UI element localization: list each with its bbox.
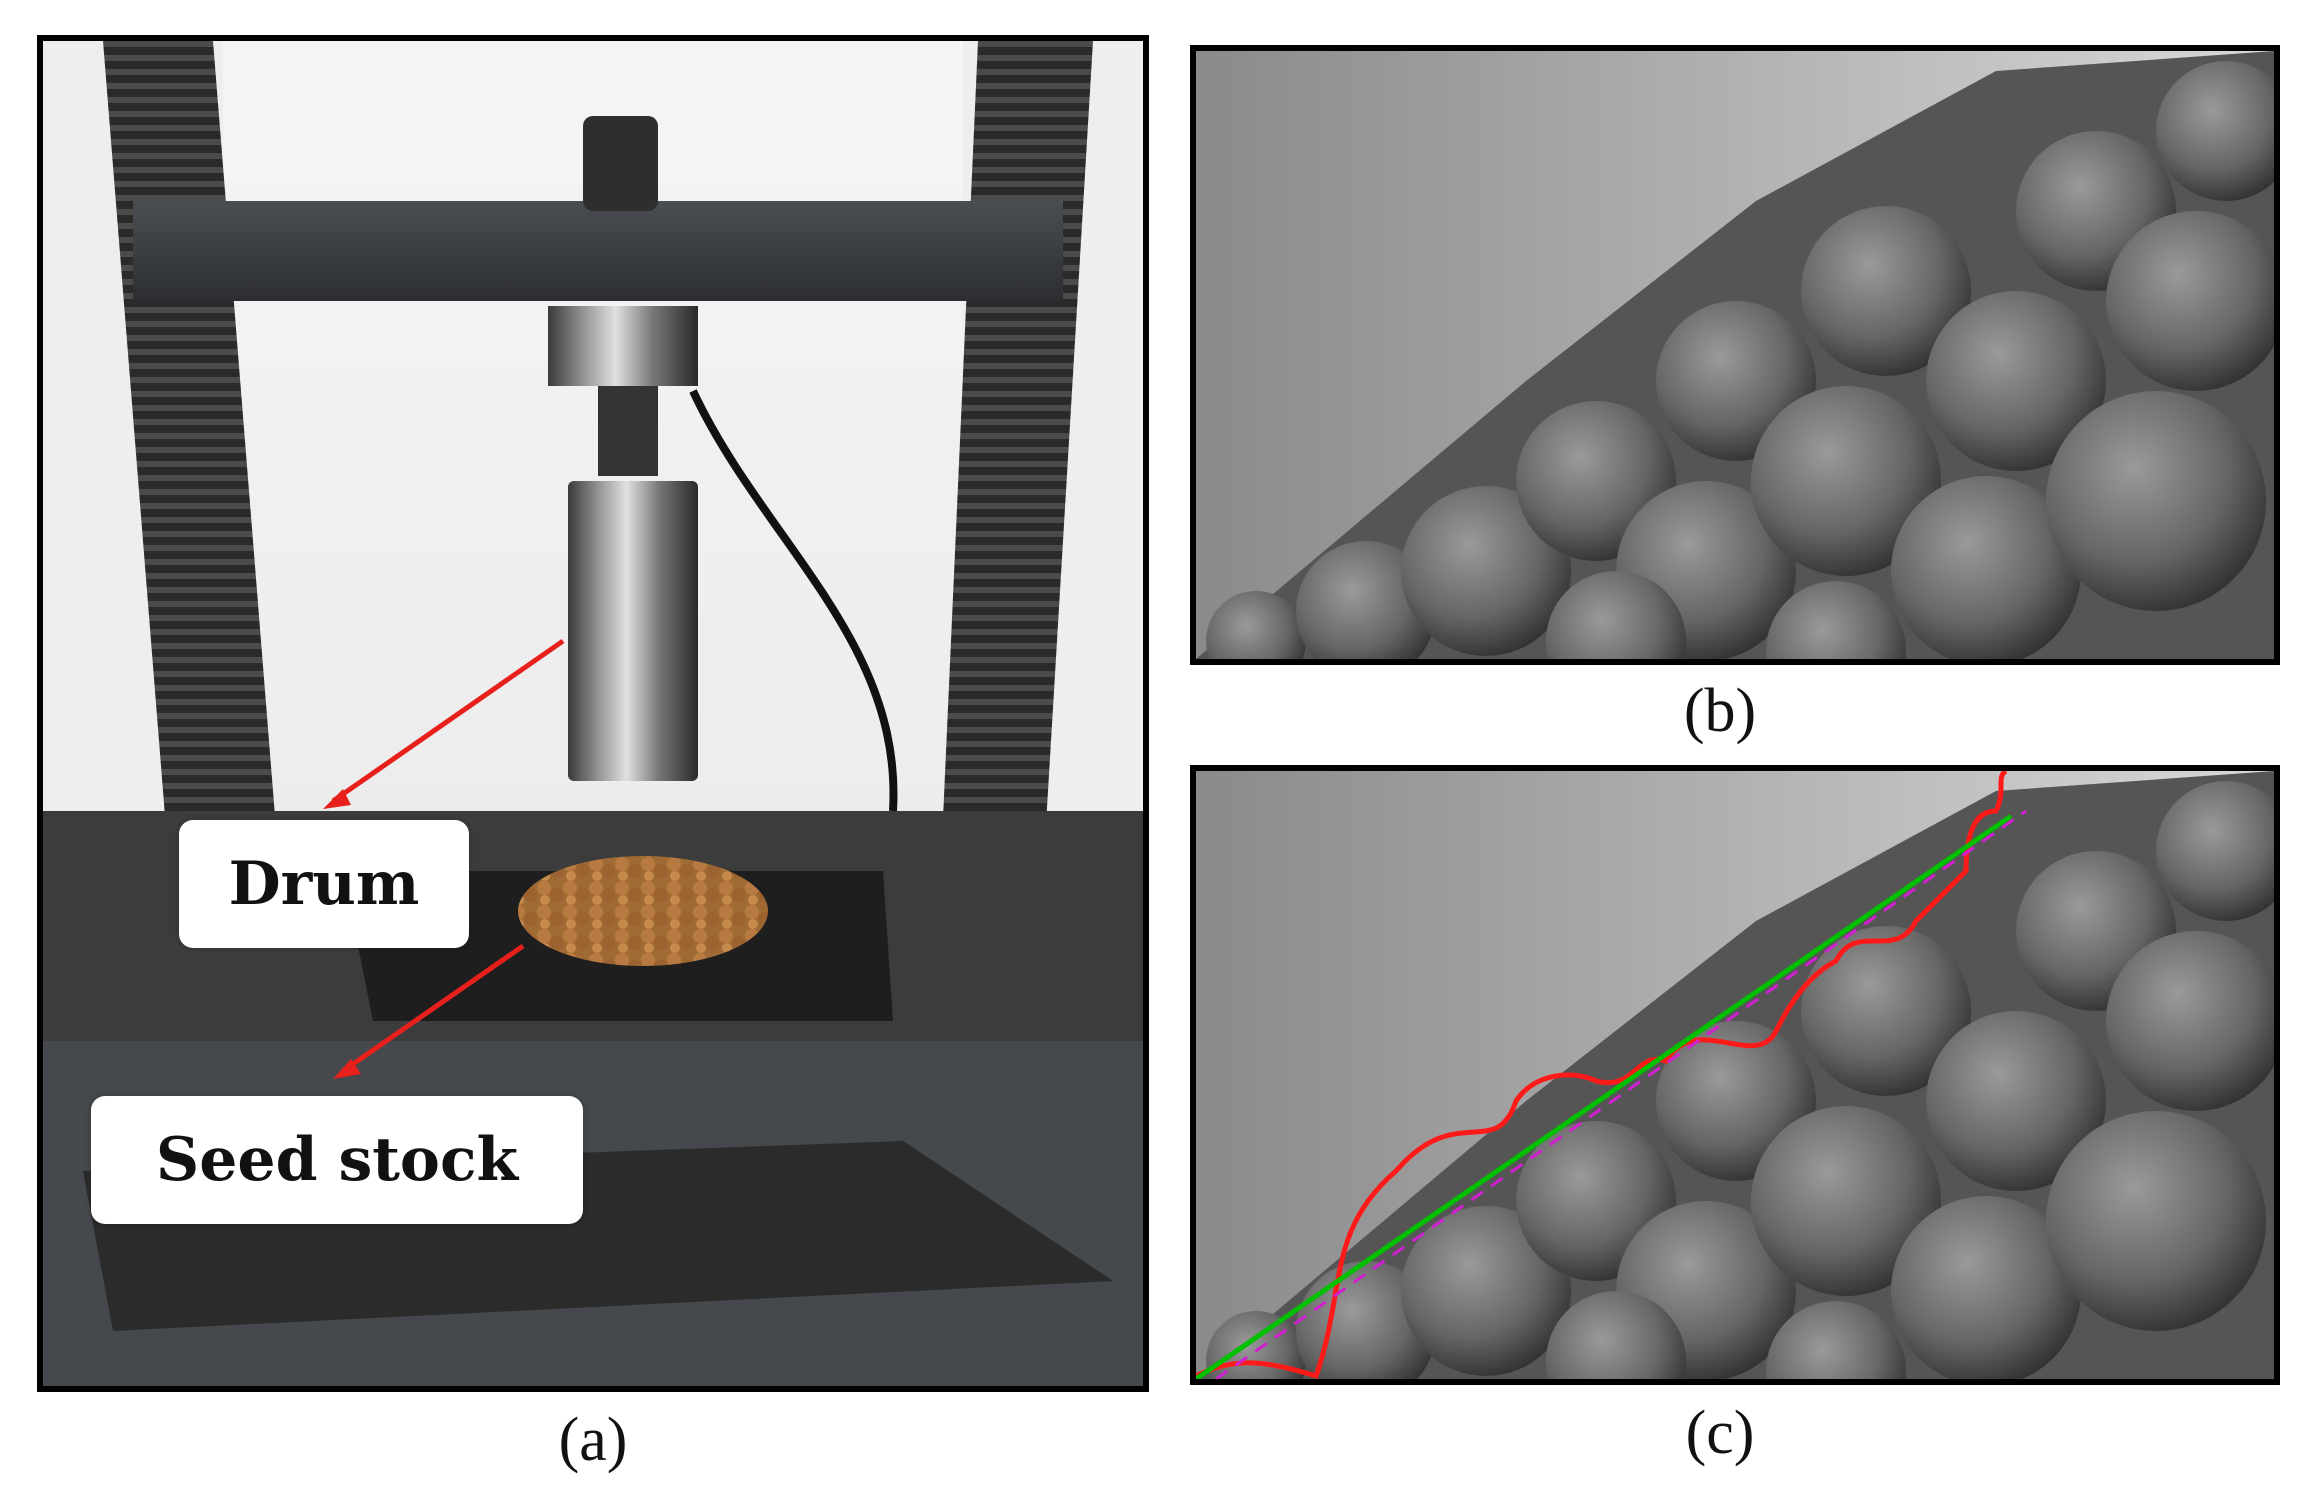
fit-line (1196, 813, 2013, 1379)
fit-line-dashed (1215, 809, 2027, 1379)
caption-a: (a) (558, 1406, 628, 1474)
photo-repose-angle-fit (1190, 765, 2280, 1385)
photo-testing-machine: Drum Seed stock (37, 35, 1149, 1392)
seed-pile-with-fit-lines (1196, 771, 2274, 1379)
testing-machine-illustration (43, 41, 1143, 1386)
photo-seed-pile-closeup (1190, 45, 2280, 665)
caption-c: (c) (1685, 1399, 1755, 1467)
seed-pile-grayscale (1196, 51, 2274, 659)
drum-label: Drum (179, 820, 469, 948)
seed-stock-label: Seed stock (91, 1096, 583, 1224)
boundary-line (1196, 771, 2008, 1379)
caption-b: (b) (1683, 677, 1757, 745)
